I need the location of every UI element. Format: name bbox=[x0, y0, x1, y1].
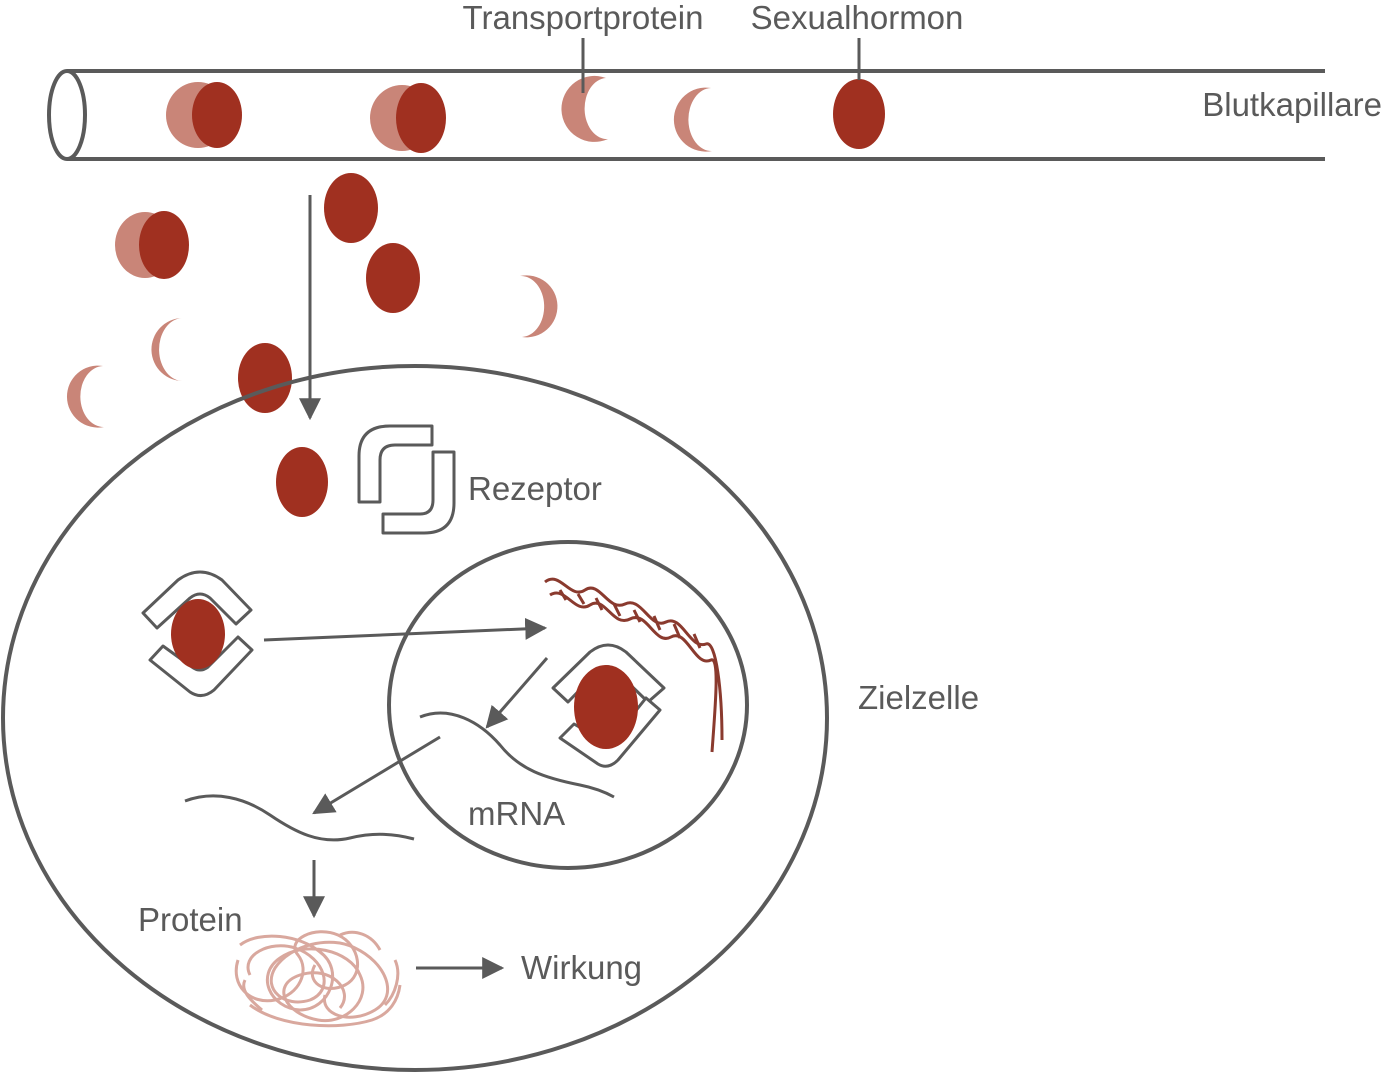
transport-protein-crescent bbox=[151, 318, 184, 382]
transport-protein-crescent bbox=[520, 275, 558, 338]
target-cell-membrane bbox=[1, 364, 829, 1072]
arrow-dna-to-mrna bbox=[485, 657, 549, 729]
label-blutkapillare: Blutkapillare bbox=[1202, 86, 1382, 123]
hormone-protein-complex bbox=[115, 211, 189, 279]
sex-hormone bbox=[833, 79, 885, 149]
label-sexualhormon: Sexualhormon bbox=[751, 0, 964, 36]
transport-protein-crescent bbox=[561, 75, 608, 142]
protein-coil-icon bbox=[234, 930, 402, 1028]
sex-hormone bbox=[238, 343, 292, 413]
hormone-receptor-complex-bound bbox=[551, 643, 666, 768]
mrna-strand-cytoplasm bbox=[184, 794, 415, 842]
hormone-protein-complex bbox=[370, 83, 446, 153]
label-protein: Protein bbox=[138, 901, 243, 938]
label-zielzelle: Zielzelle bbox=[858, 679, 979, 716]
label-mrna: mRNA bbox=[468, 795, 565, 832]
hormone-receptor-complex bbox=[141, 570, 254, 697]
mrna-strand-nucleus bbox=[419, 711, 615, 799]
arrow-to-dna bbox=[263, 617, 548, 642]
label-rezeptor: Rezeptor bbox=[468, 470, 602, 507]
arrow-nucleus-export bbox=[312, 735, 441, 815]
transport-protein-crescent bbox=[66, 365, 104, 428]
sex-hormone bbox=[324, 173, 378, 243]
transport-protein-crescent bbox=[673, 87, 712, 152]
sex-hormone bbox=[366, 243, 420, 313]
sex-hormone bbox=[276, 447, 328, 517]
dna-helix-icon bbox=[544, 577, 724, 753]
label-wirkung: Wirkung bbox=[521, 949, 642, 986]
hormone-protein-complex bbox=[166, 82, 242, 148]
blood-capillary bbox=[47, 69, 1325, 161]
receptor-icon bbox=[357, 424, 456, 535]
label-transportprotein: Transportprotein bbox=[463, 0, 704, 36]
cell-nucleus bbox=[387, 540, 749, 870]
